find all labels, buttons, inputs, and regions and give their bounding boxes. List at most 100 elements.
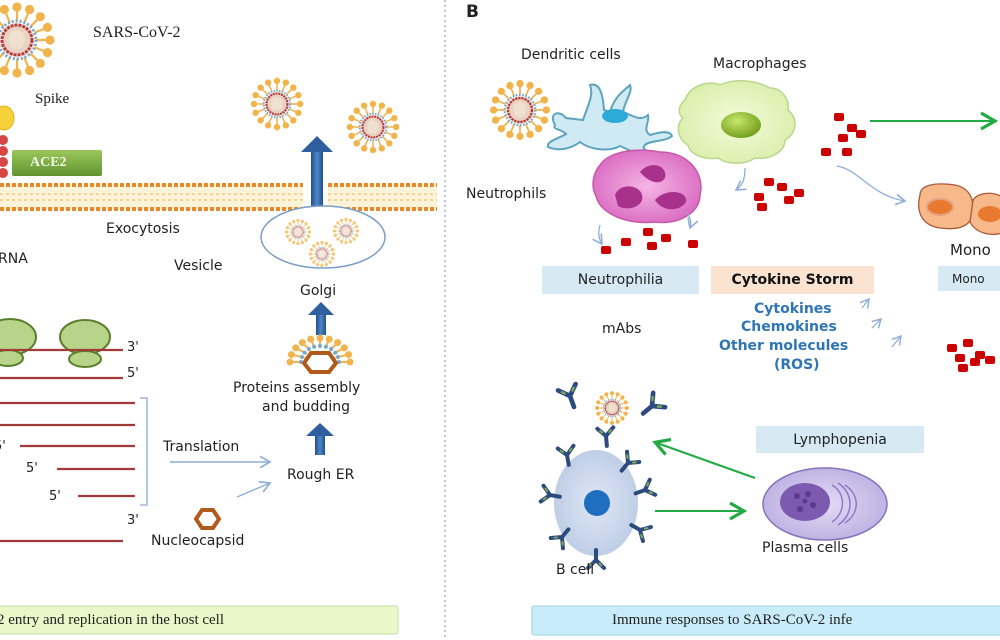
sars-cov-2-virus-icon: [0, 2, 55, 78]
macrophages-label: Macrophages: [713, 56, 807, 72]
chemokine-arrow-icon: [871, 317, 883, 329]
cytokine-particle: [985, 356, 995, 364]
dendritic-cells-label: Dendritic cells: [521, 47, 621, 63]
mabs-label: mAbs: [602, 321, 642, 337]
cytokine-particle: [754, 193, 764, 201]
prime-label: 3': [127, 340, 139, 355]
cytokine-particle: [975, 351, 985, 359]
monocytes-label: Mono: [950, 241, 991, 259]
cytokine-particle: [947, 344, 957, 352]
other-molecules-label: Other molecules: [719, 338, 849, 354]
cytokine-particle: [661, 234, 671, 242]
cytokine-particle: [963, 339, 973, 347]
neutrophil-icon: [592, 149, 702, 224]
nucleocapsid-label: Nucleocapsid: [151, 533, 245, 549]
cytokine-particle: [821, 148, 831, 156]
dendritic-cell-icon: [546, 83, 674, 160]
caption-a-box: [0, 605, 399, 635]
cytokine-particle: [856, 130, 866, 138]
caption-b-box: [531, 605, 1000, 636]
translation-label: Translation: [163, 439, 240, 455]
cytokine-particle: [647, 242, 657, 250]
rough-er-label: Rough ER: [287, 467, 355, 483]
exocytosis-arrow-icon: [301, 136, 333, 215]
cytokine-particle: [958, 364, 968, 372]
macrophage-icon: [677, 80, 796, 164]
lymphopenia-label: Lymphopenia: [793, 431, 887, 448]
cytokine-particle: [757, 203, 767, 211]
monocytosis-box: [938, 266, 1000, 291]
caption-b: Immune responses to SARS-CoV-2 infe: [612, 612, 853, 628]
cytokine-particle: [955, 354, 965, 362]
released-virion-icon: [250, 77, 304, 131]
cytokine-particle: [601, 246, 611, 254]
rna-label: RNA: [0, 251, 28, 267]
released-virion-icon: [346, 100, 400, 154]
cytokine-particle: [834, 113, 844, 121]
budding-virion-icon: [286, 334, 354, 374]
neutralized-virion-icon: [594, 390, 630, 426]
plasma-to-mab-arrow-icon: [652, 437, 756, 479]
prime-label: 3': [127, 513, 139, 528]
cytokine-particle: [970, 358, 980, 366]
panel-letter-b: B: [466, 2, 479, 22]
cell-membrane: [0, 183, 437, 211]
budding-label: and budding: [262, 399, 350, 415]
lymphopenia-box: [756, 426, 924, 453]
cytokine-particle: [621, 238, 631, 246]
rough-er-arrow-icon: [306, 423, 334, 455]
neutrophil-release-arrow-icon: [686, 211, 699, 230]
prime-label: 5': [127, 366, 139, 381]
spike-protein-icon: [0, 105, 15, 131]
cytokines-label: Cytokines: [754, 301, 832, 317]
cytokine-particle: [777, 183, 787, 191]
b-cell-label: B cell: [556, 562, 595, 578]
cytokine-particle: [643, 228, 653, 236]
cytokine-particle: [688, 240, 698, 248]
exocytosis-label: Exocytosis: [106, 221, 180, 237]
ros-arrow-icon: [891, 334, 902, 348]
cytokine-particles: [601, 113, 995, 372]
neutrophil-release-arrow-icon: [592, 224, 603, 246]
ace2-label: ACE2: [30, 155, 67, 170]
neutrophilia-box: [542, 266, 699, 294]
subgenomic-rna-bracket: [140, 397, 148, 506]
cytokine-particle: [794, 189, 804, 197]
chemokines-label: Chemokines: [741, 319, 837, 335]
ace2-receptor-icon: [0, 135, 8, 178]
b-cell-icon: [554, 450, 638, 556]
monocytosis-label: Mono: [952, 271, 985, 286]
ribosome-icon: [0, 318, 111, 368]
cytokine-particle: [838, 134, 848, 142]
caption-a: 2 entry and replication in the host cell: [0, 611, 225, 628]
macrophage-release-arrow-icon: [734, 167, 747, 191]
cytokine-particle: [847, 124, 857, 132]
nucleocapsid-icon: [193, 508, 222, 530]
plasma-cells-label: Plasma cells: [762, 540, 849, 556]
golgi-label: Golgi: [300, 283, 337, 299]
cytokine-particle: [764, 178, 774, 186]
prime-label: 5': [49, 489, 61, 504]
neutrophilia-label: Neutrophilia: [577, 272, 664, 288]
cytokine-storm-box: [711, 266, 874, 294]
sars-cov-2-virus-icon: [489, 79, 551, 141]
cytokine-storm-label: Cytokine Storm: [731, 272, 854, 288]
ace2-label-box: [12, 150, 102, 176]
proteins-assembly-label: Proteins assembly: [233, 380, 361, 396]
rna-strands: [0, 348, 135, 543]
plasma-cell-icon: [762, 467, 888, 541]
spike-label: Spike: [35, 91, 70, 107]
golgi-arrow-icon: [308, 302, 334, 335]
sars-cov-2-label: SARS-CoV-2: [93, 24, 181, 41]
cytokine-particle: [784, 196, 794, 204]
prime-label: 5': [0, 439, 6, 454]
neutrophils-label: Neutrophils: [466, 186, 547, 202]
ros-label: (ROS): [774, 357, 820, 373]
cytokine-arrow-icon: [859, 297, 870, 309]
prime-label: 5': [26, 461, 38, 476]
macrophage-monocyte-arrow-icon: [836, 165, 907, 206]
monocyte-icon: [918, 183, 1000, 236]
vesicle-label: Vesicle: [174, 258, 223, 274]
